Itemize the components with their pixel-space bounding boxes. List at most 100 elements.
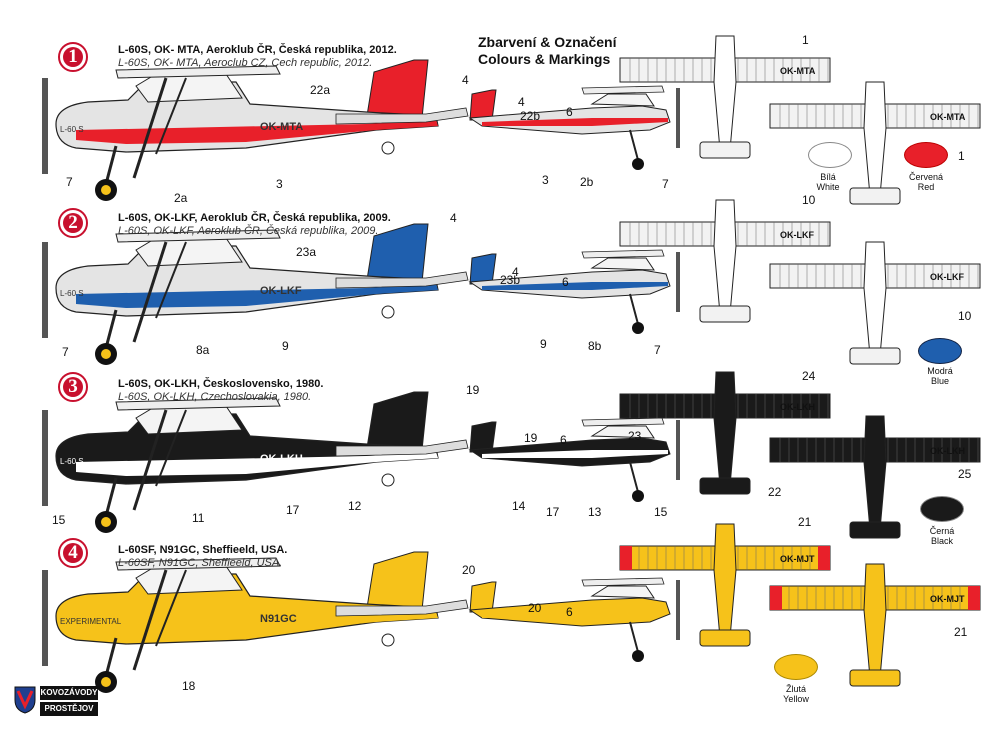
wheel-hub	[101, 349, 111, 359]
scheme-badge-4: 4	[58, 538, 88, 568]
plan-registration: OK-MJT	[780, 554, 815, 564]
callout-number: 14	[512, 499, 526, 513]
plan-view-4: OK-LKF	[769, 241, 981, 365]
cheatline	[76, 612, 438, 636]
callout-number: 22b	[520, 109, 540, 123]
callout-number: 15	[654, 505, 668, 519]
stabilizer	[335, 599, 469, 617]
side-code: L-60 S	[60, 125, 84, 134]
callout-number: 7	[662, 177, 669, 191]
callout-number: 23b	[500, 273, 520, 287]
callout-number: 20	[462, 563, 476, 577]
gear-leg	[104, 145, 118, 185]
callout-number: 4	[512, 265, 519, 279]
wheel-hub	[101, 517, 111, 527]
cheatline	[482, 610, 668, 618]
callout-number: 7	[62, 345, 69, 359]
canopy	[590, 585, 655, 599]
plan-registration: OK-MTA	[780, 66, 816, 76]
tailplane-plan	[699, 477, 751, 495]
cheatline	[482, 118, 668, 126]
side-view-small-1	[468, 85, 680, 170]
callout-number: 6	[566, 605, 573, 619]
scheme-caption-4: L-60SF, N91GC, Sheffieeld, USA. L-60SF, …	[118, 544, 287, 570]
swatch-white	[808, 142, 852, 168]
wheel-hub	[101, 677, 111, 687]
callout-number: 24	[802, 369, 816, 383]
cheatline	[76, 120, 438, 144]
canopy	[135, 405, 243, 435]
fuselage-plan	[863, 241, 887, 357]
wing	[581, 417, 665, 427]
callout-number: 11	[192, 511, 205, 525]
kovozavody-logo: KOVOZÁVODY PROSTĚJOV	[12, 684, 98, 718]
wing	[581, 577, 665, 587]
tailplane-plan	[849, 347, 901, 365]
callout-number: 18	[182, 679, 196, 693]
callout-number: 22a	[310, 83, 330, 97]
callout-number: 15	[52, 513, 66, 527]
plan-view-1: OK-MTA	[619, 35, 831, 159]
callout-number: 2b	[580, 175, 594, 189]
callout-number: 17	[286, 503, 300, 517]
wing	[115, 397, 281, 411]
wing	[115, 557, 281, 571]
gear-leg	[104, 477, 118, 517]
strut	[132, 409, 168, 511]
callout-number: 19	[524, 431, 538, 445]
side-view-small-4	[468, 577, 680, 662]
main-wheel	[632, 158, 644, 170]
strut-2	[155, 77, 187, 155]
sheet-header: Zbarvení & Označení Colours & Markings	[478, 34, 616, 68]
tailplane-plan	[699, 629, 751, 647]
stabilizer	[335, 107, 469, 125]
callout-number: 10	[802, 193, 816, 207]
fuselage-plan	[713, 199, 737, 315]
tail-wheel	[381, 305, 395, 319]
callout-number: 8a	[196, 343, 210, 357]
callout-number: 3	[542, 173, 549, 187]
side-registration: OK-MTA	[260, 121, 303, 133]
callout-number: 1	[958, 149, 965, 163]
propeller	[676, 252, 680, 312]
propeller	[42, 570, 48, 666]
callout-number: 12	[348, 499, 362, 513]
wing-tip	[770, 586, 782, 610]
scheme-badge-3: 3	[58, 372, 88, 402]
stabilizer	[335, 439, 469, 457]
callout-number: 7	[66, 175, 73, 189]
propeller	[42, 78, 48, 174]
main-wheel	[632, 490, 644, 502]
gear-leg	[629, 621, 639, 653]
header-czech: Zbarvení & Označení	[478, 34, 617, 50]
main-wheel	[632, 322, 644, 334]
callout-number: 22	[768, 485, 782, 499]
canopy	[590, 257, 655, 271]
swatch-black	[920, 496, 964, 522]
side-registration: OK-LKH	[260, 453, 303, 465]
shield-icon	[14, 686, 36, 714]
scheme-caption-2: L-60S, OK-LKF, Aeroklub ČR, Česká republ…	[118, 212, 391, 238]
strut	[132, 569, 168, 671]
callout-number: 1	[802, 33, 809, 47]
scheme-subtitle-2: L-60S, OK-LKF, Aeroklub ČR, Česká republ…	[118, 225, 379, 237]
scheme-subtitle-3: L-60S, OK-LKH, Czechoslovakia, 1980.	[118, 391, 312, 403]
cheatline	[482, 450, 668, 458]
fin	[469, 89, 497, 121]
logo-text-top: KOVOZÁVODY	[40, 686, 98, 700]
fuselage-plan	[863, 81, 887, 197]
swatch-blue	[918, 338, 962, 364]
plan-registration: OK-LKH	[930, 446, 965, 456]
callout-number: 6	[560, 433, 567, 447]
propeller	[42, 242, 48, 338]
logo-text-bottom: PROSTĚJOV	[40, 702, 98, 716]
tail-wheel	[381, 473, 395, 487]
propeller	[676, 88, 680, 148]
tail-wheel	[381, 141, 395, 155]
plan-view-3: OK-LKF	[619, 199, 831, 323]
side-view-small-2	[468, 249, 680, 334]
